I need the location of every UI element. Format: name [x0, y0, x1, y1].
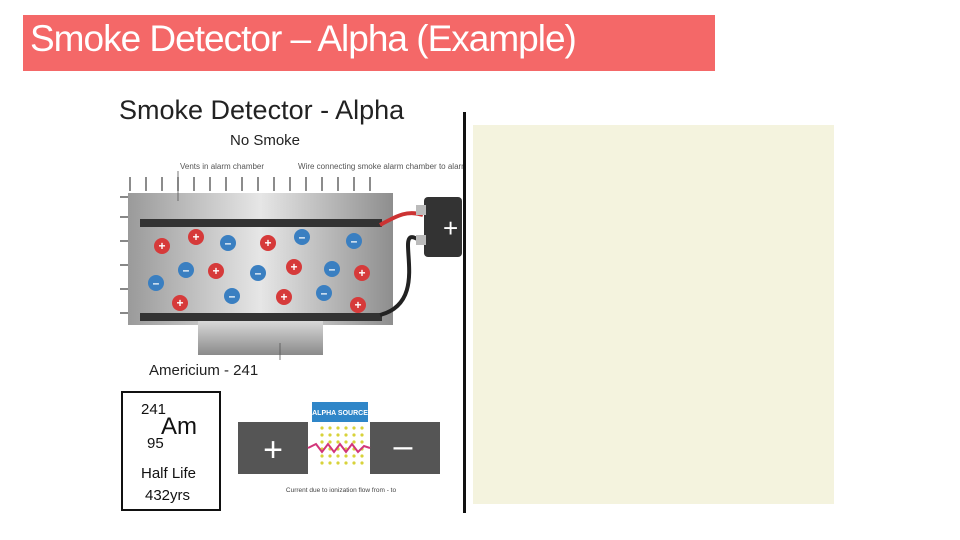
alpha-particle: [320, 433, 324, 437]
alpha-particle: [328, 426, 332, 430]
ion-sign: +: [358, 266, 365, 280]
source-caption: Americium - 241: [149, 362, 259, 379]
alpha-particle: [320, 426, 324, 430]
callout-vents: Vents in alarm chamber: [180, 162, 264, 171]
negative-plate: [370, 422, 440, 474]
negative-ion: [220, 235, 236, 251]
positive-plate: [238, 422, 308, 474]
alpha-particle: [360, 461, 364, 465]
ion-sign: +: [158, 239, 165, 253]
plus-sign: +: [263, 431, 283, 469]
bottom-plate: [140, 313, 382, 321]
half-life-value: 432yrs: [145, 487, 191, 504]
ion-sign: +: [280, 290, 287, 304]
positive-ion: [260, 235, 276, 251]
alpha-particle: [336, 440, 340, 444]
vertical-divider: [463, 112, 466, 513]
negative-ion: [250, 265, 266, 281]
atomic-number: 95: [147, 435, 164, 452]
positive-ion: [208, 263, 224, 279]
element-box: 241 Am 95 Half Life 432yrs: [121, 391, 221, 511]
alpha-particle: [320, 454, 324, 458]
alpha-particle: [360, 433, 364, 437]
ion-sign: –: [329, 262, 336, 276]
alpha-particle: [360, 440, 364, 444]
positive-ion: [154, 238, 170, 254]
ion-sign: –: [351, 234, 358, 248]
alpha-particle: [352, 454, 356, 458]
alpha-particle: [352, 433, 356, 437]
alpha-particle: [352, 426, 356, 430]
alpha-particle: [344, 433, 348, 437]
minus-sign: –: [394, 427, 413, 465]
negative-ion: [316, 285, 332, 301]
negative-ion: [148, 275, 164, 291]
alpha-source-label: ALPHA SOURCE: [312, 410, 368, 417]
ionization-current-line: [307, 442, 371, 454]
alpha-particle: [344, 440, 348, 444]
alpha-particle: [352, 440, 356, 444]
alpha-particle: [336, 454, 340, 458]
source-housing: [198, 321, 323, 355]
half-life-label: Half Life: [141, 465, 197, 482]
negative-ion: [324, 261, 340, 277]
state-label: No Smoke: [230, 132, 301, 149]
ion-sign: –: [299, 230, 306, 244]
alpha-source-diagram: ALPHA SOURCE + – Current due to ionizati…: [238, 402, 440, 494]
battery-plus-sign: +: [443, 213, 458, 243]
alpha-particle: [336, 426, 340, 430]
alpha-source-label-box: [312, 402, 368, 422]
content-panel: [473, 125, 834, 504]
ion-sign: –: [229, 289, 236, 303]
alpha-particle: [328, 433, 332, 437]
positive-ion: [286, 259, 302, 275]
ion-sign: +: [176, 296, 183, 310]
positive-ion: [276, 289, 292, 305]
ion-sign: –: [321, 286, 328, 300]
alpha-particle: [320, 440, 324, 444]
ion-sign: +: [290, 260, 297, 274]
ionization-chamber-diagram: Vents in alarm chamber Wire connecting s…: [120, 162, 463, 360]
alpha-particle: [328, 461, 332, 465]
ion-sign: +: [192, 230, 199, 244]
slide-title: Smoke Detector – Alpha (Example): [30, 18, 577, 59]
mass-number: 241: [141, 401, 167, 418]
ion-sign: –: [255, 266, 262, 280]
ion-sign: –: [183, 263, 190, 277]
alpha-particle: [360, 454, 364, 458]
alpha-particle: [336, 433, 340, 437]
alpha-particle: [352, 461, 356, 465]
alpha-particle: [320, 461, 324, 465]
callout-wire: Wire connecting smoke alarm chamber to a…: [298, 162, 463, 171]
negative-ion: [178, 262, 194, 278]
ion-sign: –: [225, 236, 232, 250]
ion-sign: +: [212, 264, 219, 278]
positive-ion: [188, 229, 204, 245]
positive-ion: [350, 297, 366, 313]
title-bar: [23, 15, 715, 71]
positive-ion: [172, 295, 188, 311]
alpha-particle: [344, 461, 348, 465]
negative-ion: [224, 288, 240, 304]
battery: [424, 197, 462, 257]
ion-sign: +: [264, 236, 271, 250]
element-symbol: Am: [161, 413, 197, 440]
positive-ion: [354, 265, 370, 281]
alpha-caption: Current due to ionization flow from - to: [286, 487, 397, 494]
ion-sign: +: [354, 298, 361, 312]
alpha-particle: [328, 440, 332, 444]
negative-ion: [294, 229, 310, 245]
alpha-particle: [344, 454, 348, 458]
ion-sign: –: [153, 276, 160, 290]
negative-ion: [346, 233, 362, 249]
alpha-particle: [328, 454, 332, 458]
vent-ticks: [129, 177, 371, 191]
diagram-title: Smoke Detector - Alpha: [119, 95, 405, 125]
alpha-particle: [360, 426, 364, 430]
top-plate: [140, 219, 382, 227]
alpha-particle: [344, 426, 348, 430]
alpha-particle: [336, 461, 340, 465]
